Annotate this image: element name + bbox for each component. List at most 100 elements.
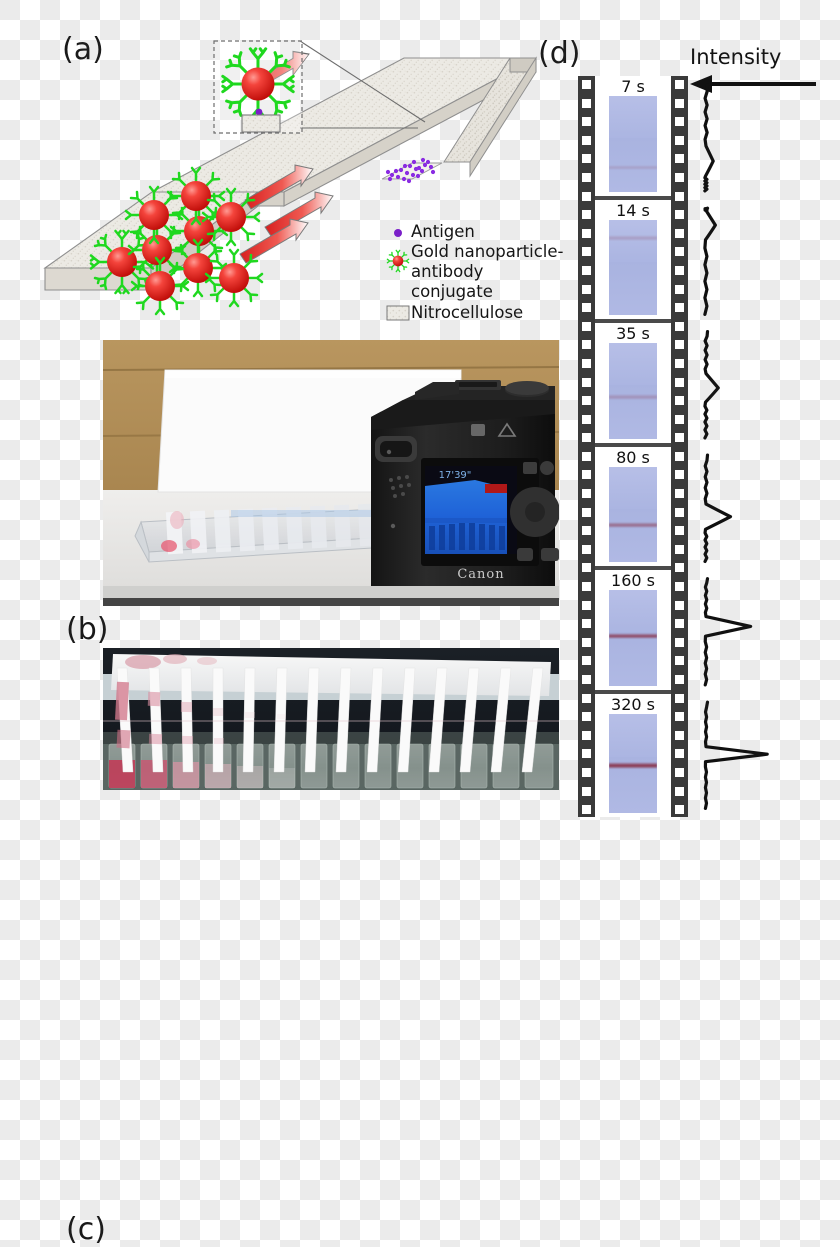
- sprocket-hole: [582, 414, 591, 424]
- sprocket-hole: [675, 451, 684, 461]
- sprocket-hole: [675, 80, 684, 89]
- sprocket-hole: [582, 377, 591, 387]
- intensity-traces-svg: [703, 83, 769, 810]
- frame-time-label: 14 s: [616, 200, 650, 220]
- film-frame: 14 s: [595, 199, 671, 323]
- sprocket-hole: [675, 600, 684, 610]
- sprocket-hole: [582, 154, 591, 164]
- legend-label-nitrocellulose: Nitrocellulose: [411, 303, 524, 322]
- sprocket-holes-right: [671, 76, 688, 817]
- sprocket-hole: [582, 507, 591, 517]
- sprocket-hole: [582, 749, 591, 759]
- sprocket-hole: [675, 619, 684, 629]
- sprocket-hole: [675, 265, 684, 275]
- intensity-trace: [703, 206, 717, 316]
- test-strip-image: [609, 343, 657, 439]
- sprocket-hole: [582, 786, 591, 796]
- test-strip-image: [609, 590, 657, 686]
- strip-tray: [134, 503, 404, 563]
- sprocket-hole: [675, 712, 684, 722]
- conjugate-particles-on-pad: [89, 166, 264, 316]
- sprocket-hole: [582, 563, 591, 573]
- sprocket-hole: [582, 172, 591, 182]
- camera-setup-photograph: 17'39" Canon: [103, 340, 559, 606]
- panel-b-scene: 17'39" Canon: [103, 340, 559, 606]
- sprocket-holes-left: [578, 76, 595, 817]
- film-frame: 35 s: [595, 323, 671, 447]
- sprocket-hole: [675, 470, 684, 480]
- sprocket-hole: [675, 563, 684, 573]
- camera-body: 17'39" Canon: [371, 380, 559, 586]
- sprocket-hole: [582, 712, 591, 722]
- sprocket-hole: [675, 210, 684, 220]
- rec-indicator: [485, 484, 507, 493]
- sprocket-hole: [675, 767, 684, 777]
- sprocket-hole: [582, 544, 591, 554]
- playback-button: [517, 548, 533, 561]
- camera-brand-label: Canon: [457, 567, 504, 582]
- lateral-flow-strips: [103, 667, 559, 773]
- sprocket-hole: [582, 265, 591, 275]
- sprocket-hole: [675, 303, 684, 313]
- inset-detail-box: [213, 40, 426, 134]
- sprocket-hole: [675, 396, 684, 406]
- camera-icon-1: [471, 424, 485, 436]
- sprocket-hole: [675, 526, 684, 536]
- speaker-holes: [389, 475, 411, 498]
- sprocket-hole: [582, 247, 591, 257]
- intensity-trace: [703, 453, 733, 563]
- sprocket-hole: [675, 433, 684, 443]
- sprocket-hole: [675, 637, 684, 647]
- sprocket-hole: [675, 117, 684, 127]
- sprocket-hole: [675, 172, 684, 182]
- sprocket-hole: [582, 210, 591, 220]
- legend-item-antigen: Antigen: [385, 222, 565, 242]
- sprocket-hole: [582, 135, 591, 145]
- sprocket-hole: [675, 340, 684, 350]
- sprocket-hole: [582, 730, 591, 740]
- sprocket-hole: [582, 117, 591, 127]
- sprocket-hole: [675, 582, 684, 592]
- lateral-flow-schematic-svg: [43, 40, 537, 316]
- intensity-trace: [703, 83, 715, 193]
- strips-in-wells-photograph: [103, 648, 559, 790]
- panel-b-label: (b): [66, 612, 109, 647]
- control-cluster: [510, 461, 559, 561]
- viewfinder: [415, 382, 459, 400]
- sprocket-hole: [675, 284, 684, 294]
- sprocket-hole: [582, 284, 591, 294]
- sprocket-hole: [675, 191, 684, 201]
- sprocket-hole: [675, 730, 684, 740]
- sprocket-hole: [675, 656, 684, 666]
- sprocket-hole: [582, 451, 591, 461]
- intensity-trace: [703, 577, 753, 687]
- legend-item-conjugate: Gold nanoparticle- antibody conjugate: [385, 242, 565, 302]
- sprocket-hole: [675, 749, 684, 759]
- test-strip-image: [609, 96, 657, 192]
- panel-d-label: (d): [538, 36, 581, 71]
- sprocket-hole: [675, 358, 684, 368]
- film-edge-left: [578, 76, 595, 817]
- film-frame: 320 s: [595, 693, 671, 817]
- sprocket-hole: [582, 303, 591, 313]
- film-frame: 160 s: [595, 570, 671, 694]
- sprocket-hole: [582, 582, 591, 592]
- frame-time-label: 160 s: [611, 571, 655, 590]
- sprocket-hole: [675, 321, 684, 331]
- intensity-trace: [703, 330, 720, 440]
- frame-time-label: 320 s: [611, 694, 655, 714]
- sprocket-hole: [675, 414, 684, 424]
- sprocket-hole: [582, 619, 591, 629]
- sprocket-hole: [675, 98, 684, 108]
- gold-nanoparticle-conjugate-icon: [385, 242, 411, 280]
- sprocket-hole: [582, 693, 591, 703]
- sprocket-hole: [675, 786, 684, 796]
- sprocket-hole: [582, 600, 591, 610]
- intensity-traces: [688, 76, 840, 817]
- sprocket-hole: [582, 470, 591, 480]
- panel-a-label: (a): [62, 32, 104, 67]
- test-strip-image: [609, 466, 657, 562]
- sprocket-hole: [582, 98, 591, 108]
- sprocket-hole: [675, 247, 684, 257]
